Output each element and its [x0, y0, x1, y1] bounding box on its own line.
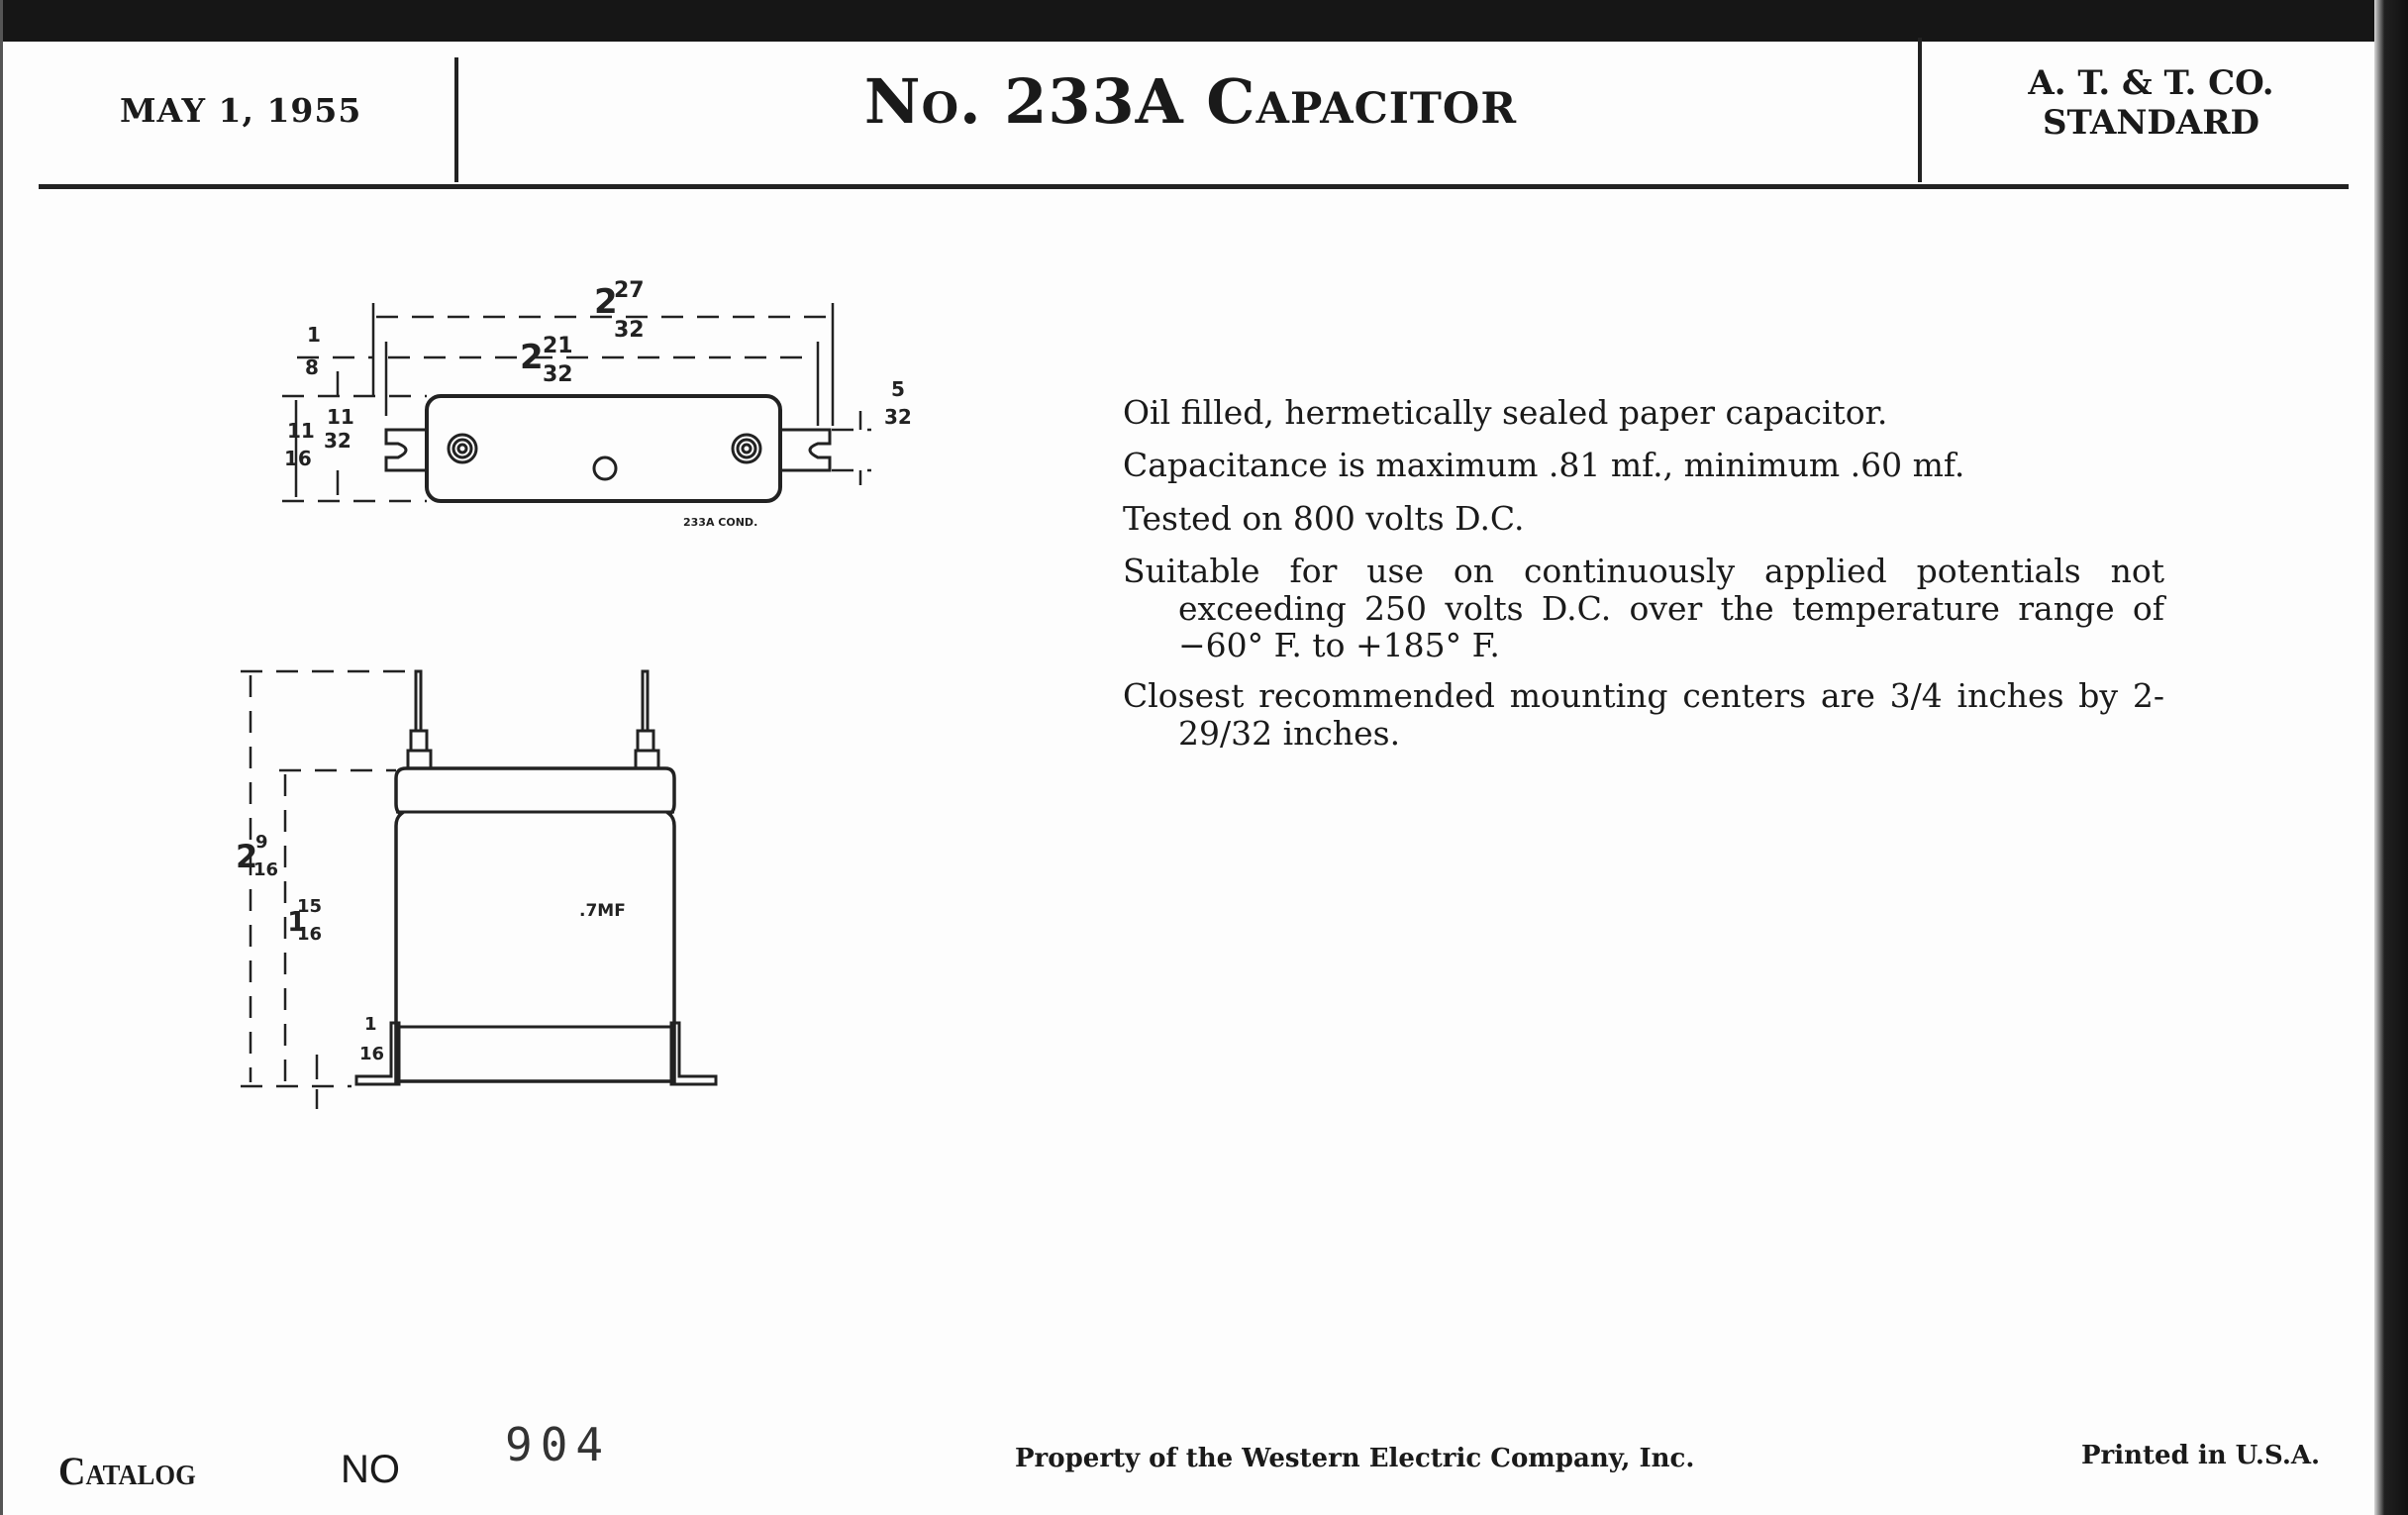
catalog-no-label: NO [341, 1448, 400, 1491]
top-view-drawing: 2 27 32 2 21 32 1 8 11 16 11 32 5 32 233… [282, 278, 912, 529]
left-mounting-tab [384, 428, 427, 472]
standard-line2: STANDARD [2042, 103, 2260, 143]
dim-total-whole: 2 [236, 838, 257, 875]
dim-depth-num: 11 [287, 419, 315, 443]
terminal-right [731, 433, 762, 464]
dim-centers-num: 21 [543, 334, 573, 358]
standard-label: A. T. & T. CO. STANDARD [1926, 63, 2376, 143]
lead-right [641, 669, 650, 733]
dim-slot-num: 5 [891, 377, 905, 401]
dim-tab-den: 8 [305, 355, 319, 379]
scan-right-border [2374, 0, 2408, 1515]
lead-left [414, 669, 423, 733]
dim-foot-num: 1 [364, 1014, 377, 1035]
dim-foot-den: 16 [359, 1044, 384, 1064]
description-line: Closest recommended mounting centers are… [1123, 676, 2164, 753]
dim-half-num: 11 [327, 405, 354, 429]
dim-half-den: 32 [324, 429, 351, 453]
catalog-number: 904 [505, 1418, 612, 1471]
description-line: Oil filled, hermetically sealed paper ca… [1123, 393, 1888, 432]
dim-tab-num: 1 [307, 323, 321, 347]
foot-left [354, 1021, 401, 1086]
dim-depth-den: 16 [284, 447, 312, 470]
property-notice: Property of the Western Electric Company… [1015, 1444, 1695, 1473]
dim-overall-den: 32 [614, 318, 645, 343]
header-divider [454, 57, 458, 182]
dim-slot-den: 32 [884, 405, 912, 429]
header-divider [1918, 38, 1922, 182]
dim-overall-num: 27 [614, 278, 645, 303]
description-line: Capacitance is maximum .81 mf., minimum … [1123, 446, 1965, 484]
scan-left-border [0, 0, 3, 1515]
top-body [425, 394, 782, 503]
capacitance-label: .7MF [579, 901, 626, 921]
dim-centers-whole: 2 [520, 338, 544, 377]
page-title: No. 233A Capacitor [863, 65, 1518, 138]
header-rule [39, 184, 2349, 189]
dim-centers-den: 32 [543, 362, 573, 387]
fill-hole [592, 455, 618, 481]
dim-overall-whole: 2 [594, 282, 618, 322]
scan-top-border [0, 0, 2408, 42]
side-view-drawing: .7MF 2 9 16 1 15 16 1 16 [236, 669, 718, 1109]
capacitor-can [394, 766, 676, 1083]
standard-line1: A. T. & T. CO. [2028, 63, 2274, 103]
dim-body-num: 15 [297, 896, 322, 917]
dim-total-den: 16 [253, 859, 278, 880]
issue-date: MAY 1, 1955 [120, 91, 362, 130]
dim-total-num: 9 [255, 832, 268, 853]
printed-notice: Printed in U.S.A. [2081, 1441, 2321, 1470]
dim-body-whole: 1 [287, 905, 306, 938]
terminal-left [447, 433, 478, 464]
right-mounting-tab [780, 428, 832, 472]
foot-right [669, 1021, 718, 1086]
drawing-caption: 233A COND. [683, 516, 757, 529]
dim-body-den: 16 [297, 924, 322, 945]
description-line: Tested on 800 volts D.C. [1123, 499, 1525, 538]
catalog-label: Catalog [58, 1449, 196, 1493]
description-line: Suitable for use on continuously applied… [1123, 552, 2164, 664]
